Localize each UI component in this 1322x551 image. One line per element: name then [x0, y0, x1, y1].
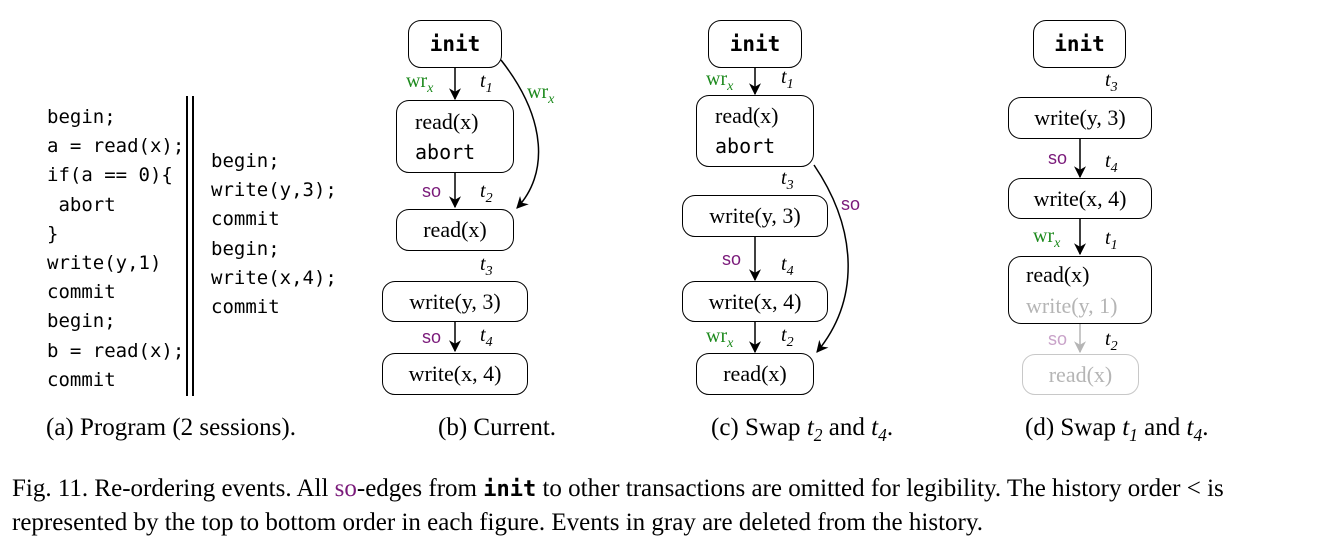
c-label-so-t4: so	[722, 249, 742, 269]
code-line: begin;	[47, 106, 116, 128]
b-node-t3: write(y, 3)	[382, 281, 528, 322]
code-line: begin;	[47, 310, 116, 333]
d-label-t1: t1	[1105, 227, 1118, 253]
parallel-bar-left	[186, 96, 188, 396]
b-node-t1: read(x)abort	[396, 100, 514, 173]
code-line: begin;	[211, 237, 280, 260]
c-label-t1: t1	[781, 66, 794, 92]
subcaption-a: (a) Program (2 sessions).	[46, 414, 296, 441]
b-label-t4: t4	[480, 324, 493, 350]
code-line: }	[47, 222, 59, 245]
code-line: if(a == 0){	[47, 164, 173, 187]
b-node-t4: write(x, 4)	[382, 353, 528, 395]
b-label-wr-t2: wrx	[527, 81, 555, 107]
subcaption-c: (c) Swap t2 and t4.	[711, 414, 894, 446]
code-line: commit	[211, 296, 280, 319]
d-deleted-write-y1: write(y, 1)	[1026, 293, 1118, 318]
d-label-t4: t4	[1105, 150, 1118, 176]
b-label-so-t2: so	[422, 181, 442, 201]
code-line: begin;	[211, 150, 280, 172]
d-node-t2-deleted: read(x)	[1022, 354, 1139, 395]
figure-caption: Fig. 11. Re-ordering events. All so-edge…	[12, 475, 1224, 536]
code-line: b = read(x);	[47, 339, 185, 362]
c-label-wr-t2: wrx	[706, 325, 734, 351]
d-node-init: init	[1033, 20, 1126, 68]
d-label-wr-t1: wrx	[1033, 225, 1061, 251]
c-node-init: init	[708, 20, 802, 68]
code-line: commit	[47, 281, 116, 304]
b-label-so-t4: so	[422, 327, 442, 347]
c-label-t4: t4	[781, 253, 794, 279]
b-label-t3: t3	[480, 253, 493, 279]
d-label-so-t4: so	[1048, 148, 1068, 168]
code-line: a = read(x);	[47, 135, 185, 158]
code-line: commit	[211, 208, 280, 231]
code-line: abort	[47, 193, 116, 216]
parallel-bar-right	[192, 96, 194, 396]
code-line: commit	[47, 368, 116, 391]
d-node-t4: write(x, 4)	[1008, 178, 1152, 219]
edge-c-so-t1-t2	[813, 164, 849, 353]
d-label-t3: t3	[1105, 69, 1118, 95]
code-line: write(y,1)	[47, 252, 162, 275]
d-label-t2: t2	[1105, 328, 1118, 354]
b-label-wr-t1: wrx	[406, 70, 434, 96]
code-line: write(x,4);	[211, 266, 337, 289]
edge-b-wr-init-t2	[500, 59, 540, 209]
b-label-t2: t2	[480, 180, 493, 206]
d-label-so-t2-deleted: so	[1048, 329, 1068, 349]
subcaption-b: (b) Current.	[438, 414, 557, 441]
b-label-t1: t1	[480, 70, 493, 96]
c-label-wr-t1: wrx	[706, 68, 734, 94]
c-node-t1: read(x)abort	[696, 95, 814, 167]
c-node-t2: read(x)	[696, 353, 814, 395]
d-node-t1: read(x)write(y, 1)	[1008, 256, 1152, 324]
code-line: write(y,3);	[211, 179, 337, 202]
session-1-code: begin; a = read(x); if(a == 0){ abort} writ…	[47, 103, 184, 395]
subcaption-d: (d) Swap t1 and t4.	[1025, 414, 1209, 446]
session-2-code: begin; write(y,3); commit begin; write(x,4);…	[211, 147, 337, 322]
c-node-t4: write(x, 4)	[682, 281, 828, 322]
d-node-t3: write(y, 3)	[1008, 97, 1152, 139]
b-node-t2: read(x)	[396, 209, 514, 251]
b-node-init: init	[408, 20, 502, 68]
c-label-t3: t3	[781, 167, 794, 193]
c-label-so-t2: so	[841, 194, 861, 214]
c-node-t3: write(y, 3)	[682, 195, 828, 237]
c-label-t2: t2	[781, 324, 794, 350]
